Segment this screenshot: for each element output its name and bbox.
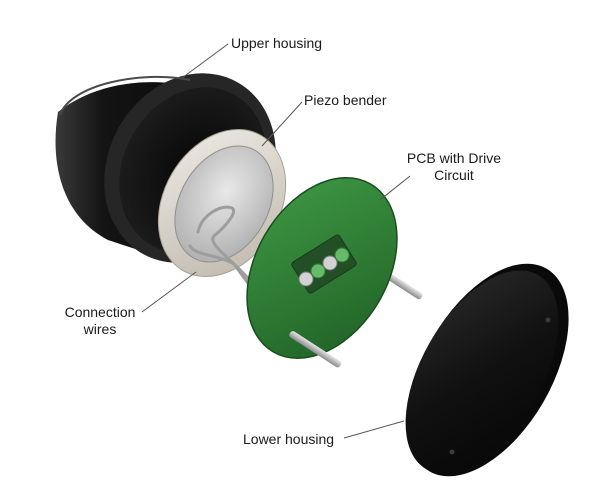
label-pcb-line2: Circuit (434, 167, 474, 183)
label-upper-housing: Upper housing (231, 35, 323, 51)
leader-upper-housing (181, 43, 229, 79)
label-piezo-bender: Piezo bender (304, 92, 387, 108)
label-pcb-line1: PCB with Drive (406, 150, 502, 166)
label-pcb: PCB with Drive Circuit (394, 150, 514, 184)
pcb-pin-lower (289, 331, 342, 368)
leader-connection-wires (141, 271, 197, 313)
leader-lower-housing (343, 420, 405, 439)
connection-wires (188, 205, 254, 288)
label-connection-wires: Connection wires (50, 304, 150, 338)
label-lower-housing: Lower housing (243, 431, 335, 447)
pcb-with-drive-circuit (246, 176, 423, 368)
leader-pcb (379, 175, 411, 201)
leader-lines (141, 43, 411, 439)
label-connection-wires-line1: Connection (64, 304, 136, 320)
piezo-bender (157, 128, 287, 278)
lower-housing (405, 263, 569, 477)
drive-circuit-coil (298, 247, 350, 287)
label-connection-wires-line2: wires (83, 321, 117, 337)
leader-piezo-bender (261, 101, 303, 147)
